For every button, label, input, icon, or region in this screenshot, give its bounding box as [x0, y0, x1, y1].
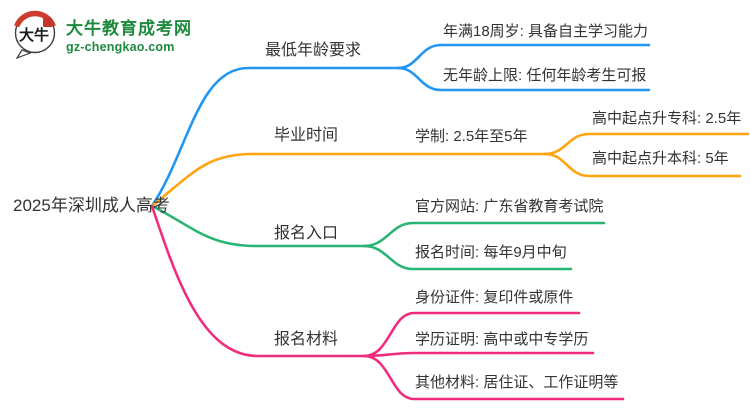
logo-text-block: 大牛教育成考网 gz-chengkao.com	[66, 14, 192, 54]
branch-graduation-time: 毕业时间	[274, 127, 339, 144]
leaf-no-age-limit: 无年龄上限: 任何年龄考生可报	[443, 67, 647, 84]
leaf-college-2-5-years: 高中起点升专科: 2.5年	[592, 110, 742, 127]
leaf-official-website: 官方网站: 广东省教育考试院	[415, 198, 604, 215]
leaf-bachelor-5-years: 高中起点升本科: 5年	[592, 150, 729, 167]
node-study-duration: 学制: 2.5年至5年	[415, 128, 528, 145]
branch-registration-materials: 报名材料	[274, 331, 339, 348]
leaf-age-18: 年满18周岁: 具备自主学习能力	[443, 23, 649, 40]
brand-name: 大牛教育成考网	[66, 19, 192, 38]
leaf-id-document: 身份证件: 复印件或原件	[415, 289, 574, 306]
branch-registration-entrance: 报名入口	[274, 225, 339, 242]
logo: 大牛 大牛教育成考网 gz-chengkao.com	[13, 9, 192, 59]
logo-icon: 大牛	[14, 10, 56, 59]
branch-min-age-connector	[150, 43, 651, 208]
leaf-registration-time: 报名时间: 每年9月中旬	[415, 244, 567, 261]
root-topic: 2025年深圳成人高考	[13, 196, 170, 215]
leaf-education-proof: 学历证明: 高中或中专学历	[415, 331, 589, 348]
logo-bubble-tail	[15, 49, 32, 59]
branch-registration-materials-connector	[150, 204, 625, 401]
leaf-other-materials: 其他材料: 居住证、工作证明等	[415, 374, 619, 391]
branch-graduation-time-connector	[150, 132, 750, 208]
branch-registration-entrance-connector	[150, 204, 606, 271]
branch-min-age: 最低年龄要求	[265, 42, 362, 59]
logo-seal	[43, 18, 52, 27]
brand-domain: gz-chengkao.com	[66, 40, 175, 54]
logo-calligraphy-text: 大牛	[19, 26, 49, 44]
